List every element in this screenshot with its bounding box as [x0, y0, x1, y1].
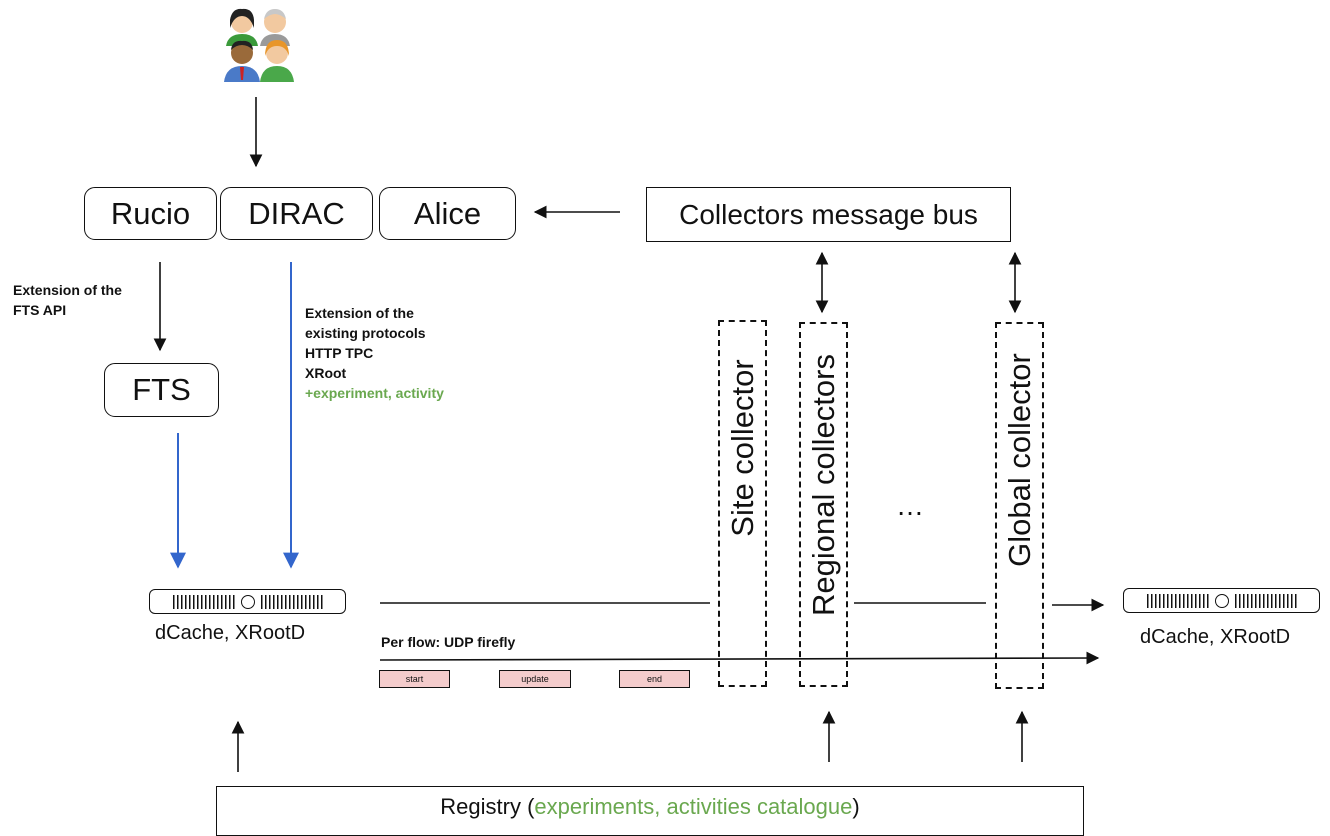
- protocols-note-line3: HTTP TPC: [305, 345, 374, 361]
- server-icon: [1123, 588, 1320, 613]
- rucio-label: Rucio: [110, 195, 191, 231]
- protocols-note-line4: XRoot: [305, 365, 347, 381]
- rucio-box: Rucio: [84, 187, 217, 240]
- protocols-note-extra: +experiment, activity: [305, 385, 444, 401]
- registry-box: Registry (experiments, activities catalo…: [216, 786, 1084, 836]
- message-bus-box: Collectors message bus: [646, 187, 1011, 242]
- alice-box: Alice: [379, 187, 516, 240]
- protocols-note-line2: existing protocols: [305, 325, 426, 341]
- ellipsis: …: [896, 490, 924, 521]
- dirac-label: DIRAC: [248, 195, 345, 231]
- registry-suffix: ): [852, 794, 860, 819]
- fts-api-note-line1: Extension of the: [13, 282, 122, 298]
- registry-catalogue: experiments, activities catalogue: [534, 794, 853, 819]
- fts-api-note-line2: FTS API: [13, 302, 67, 318]
- protocols-note-line1: Extension of the: [305, 305, 414, 321]
- users-group-icon: [224, 8, 294, 82]
- global-collector-label: Global collector: [1002, 353, 1037, 567]
- fts-api-note: Extension of the FTS API: [13, 280, 122, 320]
- storage-right-label: dCache, XRootD: [1140, 626, 1291, 648]
- message-bus-label: Collectors message bus: [679, 198, 978, 230]
- dirac-box: DIRAC: [220, 187, 373, 240]
- protocols-note: Extension of the existing protocols HTTP…: [305, 303, 444, 403]
- regional-collectors-box: [799, 322, 848, 687]
- alice-label: Alice: [413, 195, 482, 231]
- firefly-end: end: [619, 670, 690, 688]
- fts-label: FTS: [132, 372, 191, 407]
- storage-left-label: dCache, XRootD: [155, 622, 306, 644]
- server-icon: [149, 589, 346, 614]
- registry-prefix: Registry (: [440, 794, 535, 819]
- site-collector-box: [718, 320, 767, 687]
- firefly-start: start: [379, 670, 450, 688]
- regional-collectors-label: Regional collectors: [806, 354, 841, 616]
- firefly-update: update: [499, 670, 571, 688]
- global-collector-box: [995, 322, 1044, 689]
- fts-box: FTS: [104, 363, 219, 417]
- site-collector-label: Site collector: [725, 359, 760, 537]
- firefly-label: Per flow: UDP firefly: [381, 634, 516, 650]
